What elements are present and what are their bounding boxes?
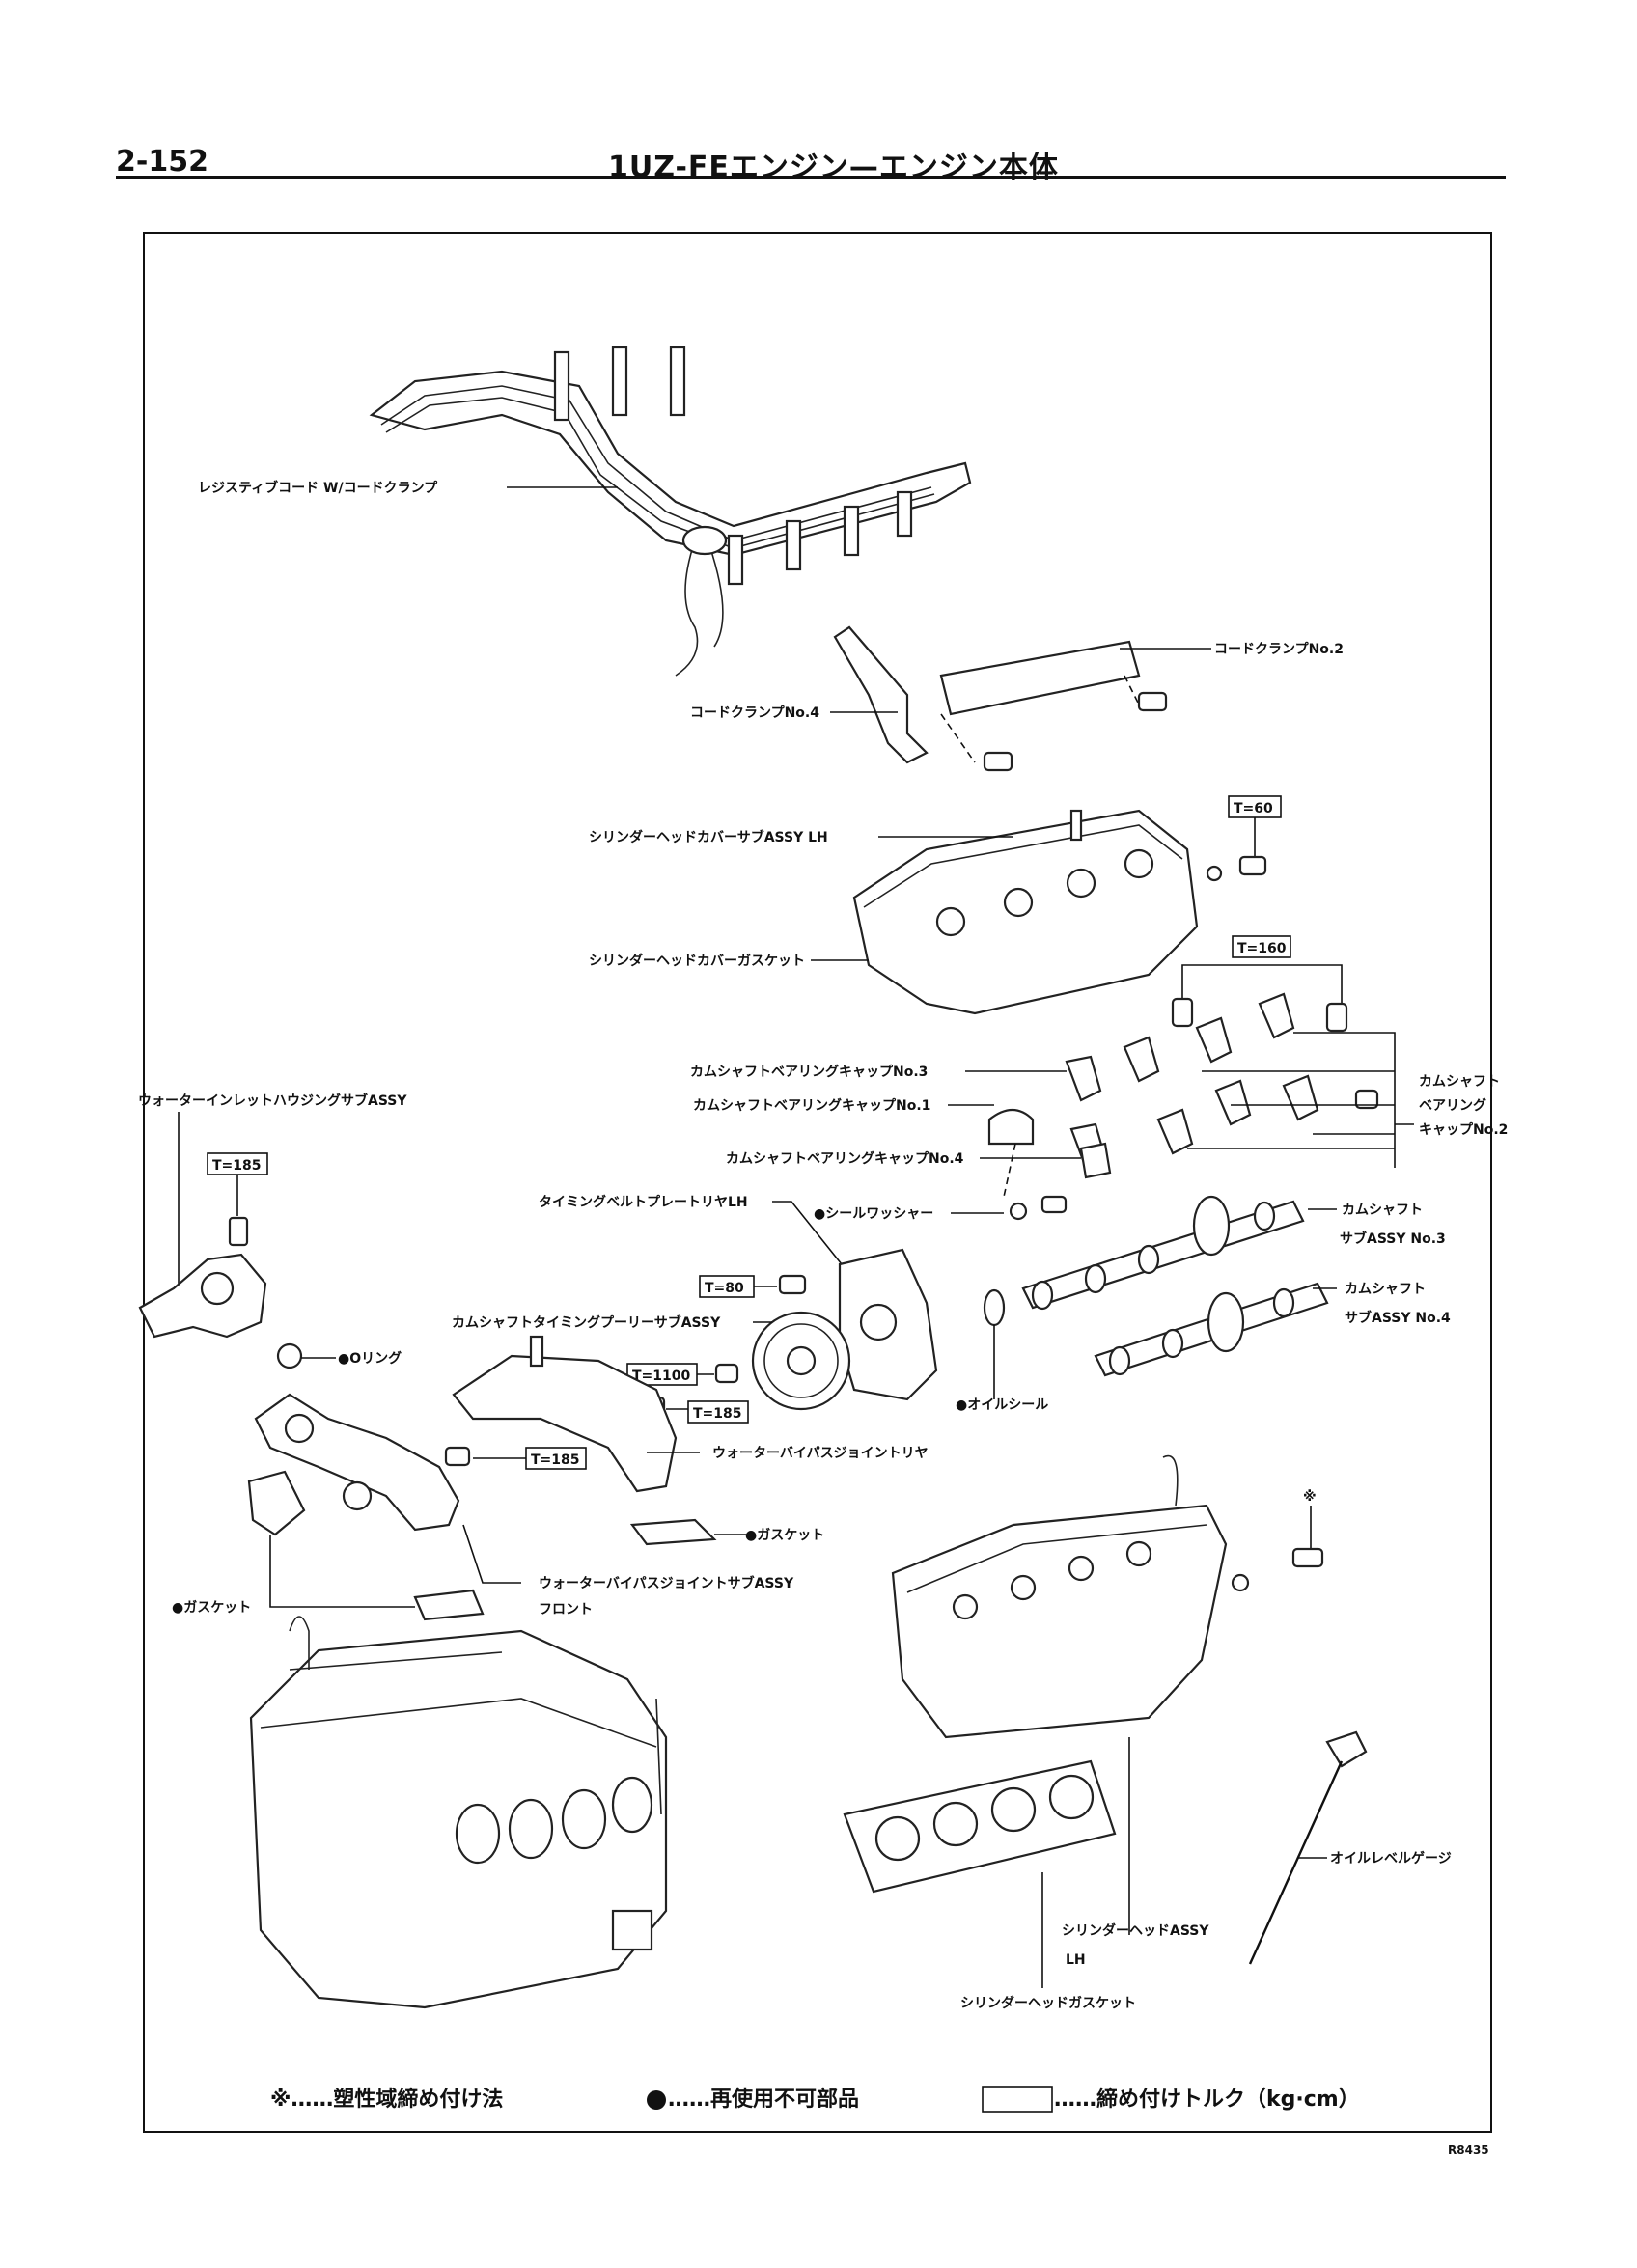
label-camshaft-no4-2: サブASSY No.4 — [1345, 1310, 1451, 1326]
water-bypass-front-drawing — [254, 1393, 460, 1532]
engine-block-drawing — [249, 1616, 668, 2009]
label-water-inlet: ウォーターインレットハウジングサブASSY — [138, 1093, 407, 1109]
label-asterisk: ※ — [1303, 1489, 1317, 1505]
label-timing-belt-plate: タイミングベルトプレートリヤLH — [539, 1194, 748, 1210]
legend-non-reusable-dot — [647, 2090, 666, 2110]
bolt-t80 — [778, 1274, 807, 1295]
bracket-cam-caps — [1293, 1032, 1396, 1168]
label-cord-clamp-no4: コードクランプNo.4 — [690, 705, 819, 721]
label-seal-washer: ●シールワッシャー — [814, 1206, 933, 1222]
label-oil-seal: ●オイルシール — [956, 1397, 1048, 1413]
cylinder-head-drawing — [891, 1454, 1228, 1739]
label-water-bypass-front-2: フロント — [539, 1602, 593, 1618]
seal-washer-drawing — [1009, 1202, 1028, 1221]
header-rule — [116, 176, 1506, 179]
torque-t60: T=60 — [1234, 801, 1273, 816]
head-gasket-drawing — [843, 1759, 1117, 1894]
label-head-gasket: シリンダーヘッドガスケット — [960, 1995, 1136, 2011]
torque-t185-c: T=185 — [531, 1452, 580, 1468]
diagram-frame — [143, 232, 1492, 2133]
label-o-ring: ●Oリング — [338, 1350, 402, 1367]
label-cam-cap-no1: カムシャフトベアリングキャップNo.1 — [693, 1097, 930, 1114]
label-gasket-1: ●ガスケット — [745, 1528, 824, 1543]
label-gasket-2: ●ガスケット — [172, 1600, 251, 1616]
bolt-t1100 — [714, 1363, 739, 1384]
label-cam-cap-right-3: キャップNo.2 — [1419, 1122, 1508, 1138]
water-inlet-drawing — [138, 1216, 303, 1369]
bolt-t185-c — [444, 1446, 471, 1467]
head-washer-drawing — [1231, 1573, 1250, 1592]
label-head-lh-1: シリンダーヘッドASSY — [1062, 1922, 1209, 1939]
label-cam-cap-no4: カムシャフトベアリングキャップNo.4 — [726, 1150, 964, 1167]
label-camshaft-no3-2: サブASSY No.3 — [1340, 1231, 1446, 1247]
page-number: 2-152 — [116, 145, 208, 179]
leader-timing-belt-plate — [772, 1201, 850, 1275]
cam-pulley-drawing — [751, 1311, 851, 1411]
label-camshaft-no4-1: カムシャフト — [1345, 1282, 1426, 1297]
legend-torque-box — [982, 2086, 1053, 2113]
water-bypass-rear-drawing — [452, 1335, 678, 1493]
torque-t185-a: T=185 — [212, 1158, 262, 1174]
bolt-seal-washer — [1040, 1195, 1068, 1214]
gasket-2a-drawing — [247, 1470, 306, 1536]
label-water-bypass-front-1: ウォーターバイパスジョイントサブASSY — [539, 1575, 794, 1591]
label-cam-cap-no3: カムシャフトベアリングキャップNo.3 — [690, 1064, 928, 1080]
drawing-code: R8435 — [1448, 2144, 1489, 2157]
oil-level-gauge-drawing — [1248, 1730, 1368, 1965]
torque-t80: T=80 — [705, 1281, 744, 1296]
torque-box-t185-b — [687, 1400, 749, 1424]
gasket-1-drawing — [629, 1518, 717, 1546]
head-bolt-drawing — [1291, 1547, 1324, 1568]
label-cam-cap-right-1: カムシャフト — [1419, 1074, 1500, 1090]
legend-torque: ……締め付けトルク（kg·cm） — [1054, 2087, 1360, 2112]
torque-t1100: T=1100 — [632, 1369, 691, 1384]
label-cam-cap-right-2: ベアリング — [1419, 1097, 1486, 1114]
torque-t160: T=160 — [1237, 941, 1287, 956]
label-head-cover-gasket: シリンダーヘッドカバーガスケット — [589, 953, 805, 969]
label-resistive-cord: レジスティブコード W/コードクランプ — [198, 480, 438, 496]
leader-gasket-2 — [269, 1535, 415, 1608]
torque-t185-b: T=185 — [693, 1406, 742, 1422]
label-head-lh-2: LH — [1066, 1952, 1086, 1968]
torque-box-t160 — [1232, 935, 1291, 958]
bolt-t60 — [1238, 855, 1267, 876]
label-oil-level-gauge: オイルレベルゲージ — [1330, 1850, 1452, 1867]
camshaft-no3-drawing — [1021, 1195, 1305, 1311]
gasket-2b-drawing — [413, 1589, 485, 1621]
cam-caps-drawing — [987, 992, 1379, 1179]
camshaft-no4-drawing — [1094, 1282, 1329, 1377]
legend-plastic-region: ※……塑性域締め付け法 — [270, 2087, 503, 2112]
leader-water-bypass-front — [462, 1524, 521, 1584]
page-title: 1UZ-FEエンジン—エンジン本体 — [608, 151, 1059, 184]
label-cord-clamp-no2: コードクランプNo.2 — [1214, 642, 1344, 657]
label-water-bypass-rear: ウォーターバイパスジョイントリヤ — [712, 1446, 929, 1461]
label-head-cover: シリンダーヘッドカバーサブASSY LH — [589, 829, 828, 845]
seal-washer-t60 — [1206, 865, 1223, 882]
dash-cam-cap — [1003, 1143, 1016, 1198]
timing-plate-drawing — [838, 1248, 938, 1401]
label-cam-pulley: カムシャフトタイミングプーリーサブASSY — [452, 1314, 721, 1331]
legend-non-reusable: ……再使用不可部品 — [668, 2087, 859, 2112]
oil-seal-drawing — [983, 1288, 1006, 1327]
label-camshaft-no3-1: カムシャフト — [1342, 1203, 1423, 1218]
cord-clamp-drawing — [833, 625, 1168, 772]
head-cover-drawing — [852, 809, 1199, 1015]
leader-t160 — [1181, 964, 1343, 1009]
resistive-cord-drawing — [369, 346, 972, 677]
